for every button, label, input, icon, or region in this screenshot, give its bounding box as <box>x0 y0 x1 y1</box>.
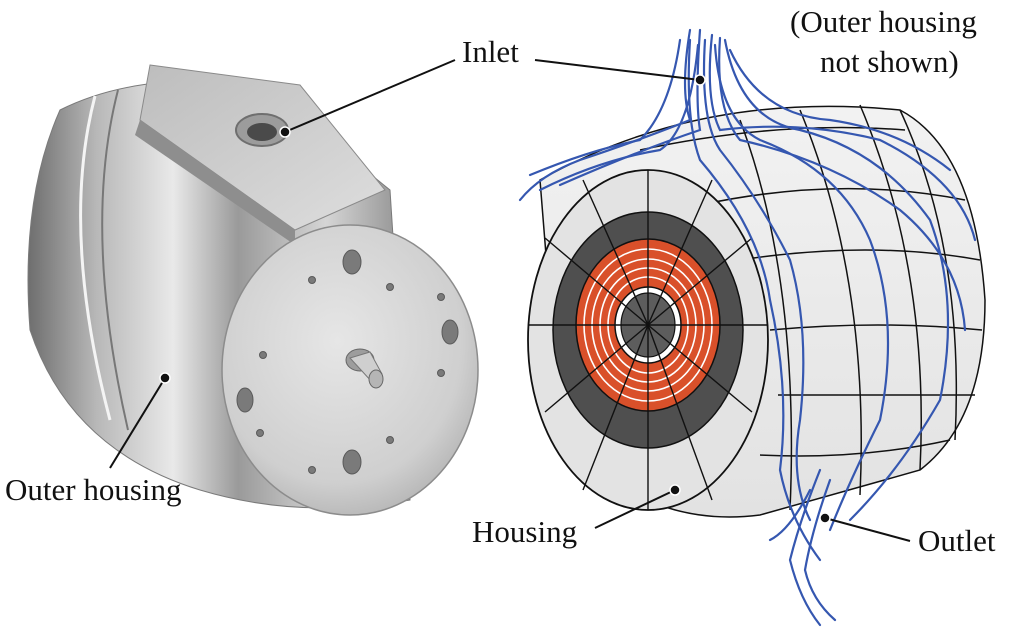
outer-housing-leader <box>109 377 166 469</box>
leader-lines <box>109 59 911 542</box>
housing-label: Housing <box>472 514 577 549</box>
leader-dots <box>159 74 831 524</box>
end-face <box>221 224 479 516</box>
inlet-mounting-block <box>139 64 386 231</box>
outlet-leader <box>824 517 911 542</box>
screw-hole <box>437 293 445 301</box>
screw-hole <box>308 466 316 474</box>
outer-housing-label: Outer housing <box>5 472 182 507</box>
radial-divisions <box>528 170 768 510</box>
note-line-2: not shown) <box>820 44 959 79</box>
housing-leader <box>594 489 676 529</box>
housing-groove <box>101 89 129 431</box>
motor-photo <box>27 64 479 516</box>
mounting-slot <box>342 249 362 275</box>
mounting-slot <box>342 449 362 475</box>
screw-hole <box>437 369 445 377</box>
block-side <box>135 120 295 245</box>
inlet-leader <box>534 59 701 81</box>
inlet-photo-leader <box>284 59 456 133</box>
note-line-1: (Outer housing <box>790 4 977 39</box>
outlet-label: Outlet <box>918 523 996 558</box>
screw-hole <box>308 276 316 284</box>
flow-streamlines <box>518 28 977 627</box>
screw-hole <box>256 429 264 437</box>
screw-hole <box>259 351 267 359</box>
screw-hole <box>386 283 394 291</box>
screw-hole <box>386 436 394 444</box>
inlet-label: Inlet <box>462 34 519 69</box>
mounting-slot <box>236 387 254 413</box>
mounting-holes <box>236 249 459 475</box>
mounting-slot <box>441 319 459 345</box>
housing-groove <box>79 95 112 421</box>
motor-model-diagram <box>109 28 986 627</box>
shaft <box>345 348 384 389</box>
